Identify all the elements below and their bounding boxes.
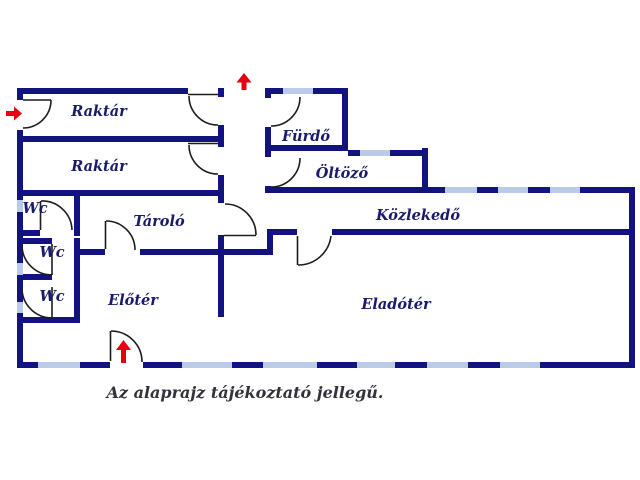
wall-segment — [17, 362, 38, 368]
window-segment — [182, 362, 232, 368]
wall-segment — [218, 88, 224, 97]
window-segment — [283, 88, 313, 94]
window-segment — [38, 362, 80, 368]
wall-segment — [17, 230, 40, 236]
wall-segment — [74, 238, 80, 323]
wall-segment — [17, 136, 224, 142]
plan-disclaimer-caption: Az alaprajz tájékoztató jellegű. — [105, 383, 384, 402]
room-label-oltozo: Öltöző — [316, 163, 369, 182]
wall-segment — [218, 175, 224, 203]
wall-segment — [17, 238, 52, 244]
wall-segment — [332, 229, 635, 235]
room-labels: Raktár Raktár Fürdő Öltöző Közlekedő Wc … — [22, 103, 460, 313]
window-segment — [17, 302, 23, 313]
wall-segment — [629, 187, 635, 368]
wall-segment — [348, 150, 360, 156]
wall-segment — [232, 362, 263, 368]
wall-segment — [528, 187, 550, 193]
door-swing-line — [270, 157, 301, 188]
wall-segment — [540, 362, 635, 368]
wall-segment — [265, 94, 271, 98]
wall-segment — [390, 150, 428, 156]
door-swing-line — [21, 287, 53, 319]
door-swing-line — [188, 95, 219, 126]
wall-segment — [218, 235, 224, 317]
wall-segment — [265, 145, 348, 151]
wall-segment — [265, 187, 445, 193]
wall-segment — [265, 186, 271, 193]
wall-segment — [80, 362, 110, 368]
wall-segment — [477, 187, 498, 193]
window-segment — [445, 187, 477, 193]
window-segment — [360, 150, 390, 156]
door-swing-line — [40, 200, 73, 231]
wall-segment — [342, 88, 348, 151]
door-swing-line — [188, 144, 219, 175]
room-label-raktar-1: Raktár — [70, 103, 128, 120]
walls — [17, 88, 635, 368]
door-swing-line — [224, 203, 257, 236]
door-leaves — [23, 93, 299, 361]
wall-segment — [140, 249, 273, 255]
wall-segment — [422, 148, 428, 193]
wall-segment — [17, 130, 23, 200]
window-segment — [357, 362, 395, 368]
window-segment — [17, 263, 23, 275]
door-swing-line — [297, 235, 332, 266]
wall-segment — [313, 88, 348, 94]
wall-segment — [143, 362, 182, 368]
door-swing-line — [21, 244, 53, 276]
wall-segment — [218, 125, 224, 147]
entrance-arrows — [6, 73, 252, 363]
door-swing-line — [22, 99, 52, 129]
window-segment — [263, 362, 317, 368]
room-label-eloter: Előtér — [107, 292, 159, 309]
wall-segment — [80, 249, 105, 255]
wall-segment — [17, 317, 80, 323]
window-segment — [498, 187, 528, 193]
window-segment — [550, 187, 580, 193]
room-label-wc-1: Wc — [22, 200, 47, 217]
window-segment — [17, 200, 23, 212]
wall-segment — [17, 190, 224, 196]
room-label-wc-3: Wc — [39, 288, 64, 305]
windows — [17, 88, 580, 368]
room-label-wc-2: Wc — [39, 244, 64, 261]
wall-segment — [273, 229, 297, 235]
wall-segment — [17, 88, 23, 100]
room-label-kozlekedo: Közlekedő — [375, 207, 460, 224]
room-label-tarolo: Tároló — [133, 213, 185, 230]
entrance-arrow-left-icon — [6, 106, 22, 121]
window-segment — [500, 362, 540, 368]
wall-segment — [17, 212, 23, 263]
room-label-raktar-2: Raktár — [70, 158, 128, 175]
wall-segment — [267, 229, 273, 255]
entrance-arrow-bottom-icon — [116, 340, 131, 363]
wall-segment — [74, 196, 80, 236]
entrance-arrow-top-icon — [236, 73, 252, 90]
wall-segment — [580, 187, 635, 193]
door-swing-line — [105, 220, 136, 251]
wall-segment — [317, 362, 357, 368]
wall-segment — [17, 313, 23, 368]
room-label-furdo: Fürdő — [281, 128, 330, 145]
wall-segment — [265, 88, 283, 94]
door-swing-arcs — [21, 95, 332, 363]
wall-segment — [17, 88, 188, 94]
door-swing-line — [270, 96, 301, 127]
room-label-eladoter: Eladótér — [360, 296, 432, 313]
wall-segment — [17, 274, 52, 280]
wall-segment — [17, 275, 23, 302]
wall-segment — [395, 362, 427, 368]
window-segment — [427, 362, 468, 368]
wall-segment — [468, 362, 500, 368]
door-swing-line — [110, 330, 143, 363]
wall-segment — [265, 127, 271, 157]
